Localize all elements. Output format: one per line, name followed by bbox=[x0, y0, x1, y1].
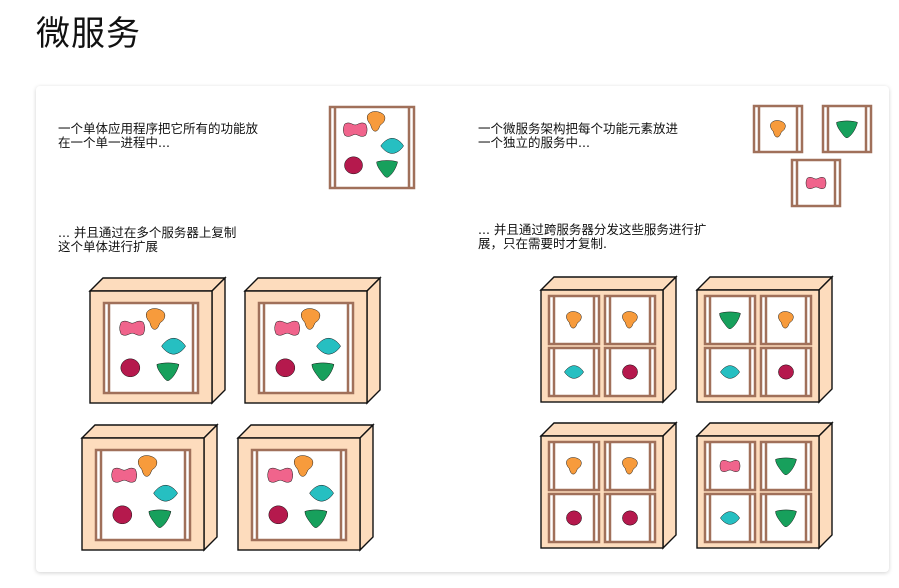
pink-bowtie-icon bbox=[267, 467, 293, 483]
server-box bbox=[236, 423, 375, 552]
crimson-circle-icon bbox=[622, 510, 638, 526]
green-triangle-icon bbox=[304, 509, 328, 528]
service-cell bbox=[547, 294, 601, 346]
pink-bowtie-icon bbox=[111, 467, 137, 483]
teal-diamond-icon bbox=[380, 138, 404, 154]
service-cell bbox=[547, 440, 601, 492]
service-cell bbox=[790, 158, 842, 208]
server-box bbox=[695, 421, 834, 550]
green-triangle-icon bbox=[775, 509, 797, 528]
server-box bbox=[80, 423, 219, 552]
pink-bowtie-icon bbox=[805, 177, 827, 189]
service-cell bbox=[821, 104, 873, 154]
orange-blob-icon bbox=[566, 457, 582, 475]
service-cell bbox=[759, 346, 813, 398]
server-box bbox=[695, 275, 834, 404]
orange-blob-icon bbox=[566, 311, 582, 329]
server-box bbox=[539, 421, 678, 550]
orange-blob-icon bbox=[137, 455, 158, 477]
green-triangle-icon bbox=[156, 362, 180, 381]
service-cell bbox=[752, 104, 804, 154]
crimson-circle-icon bbox=[778, 364, 794, 380]
orange-blob-icon bbox=[293, 455, 314, 477]
green-triangle-icon bbox=[775, 457, 797, 476]
page-title: 微服务 bbox=[36, 14, 141, 54]
server-box bbox=[88, 276, 227, 405]
microservices-scale-caption: ... 并且通过跨服务器分发这些服务进行扩 展，只在需要时才复制. bbox=[478, 222, 707, 251]
service-cell bbox=[703, 492, 757, 544]
server-box bbox=[243, 276, 382, 405]
teal-diamond-icon bbox=[564, 365, 584, 379]
green-triangle-icon bbox=[719, 311, 741, 330]
crimson-circle-icon bbox=[120, 358, 141, 378]
teal-diamond-icon bbox=[316, 337, 341, 355]
orange-blob-icon bbox=[622, 457, 638, 475]
monolith-process bbox=[102, 301, 200, 395]
service-cell bbox=[759, 294, 813, 346]
service-cell bbox=[703, 440, 757, 492]
service-cell bbox=[547, 492, 601, 544]
orange-blob-icon bbox=[300, 308, 321, 330]
crimson-circle-icon bbox=[112, 505, 133, 525]
monolith-process bbox=[328, 105, 416, 190]
teal-diamond-icon bbox=[720, 365, 740, 379]
green-triangle-icon bbox=[376, 160, 398, 178]
orange-blob-icon bbox=[770, 120, 786, 138]
orange-blob-icon bbox=[145, 308, 166, 330]
pink-bowtie-icon bbox=[274, 320, 300, 336]
teal-diamond-icon bbox=[720, 511, 740, 525]
service-cell bbox=[603, 492, 657, 544]
crimson-circle-icon bbox=[275, 358, 296, 378]
monolith-process bbox=[257, 301, 355, 395]
crimson-circle-icon bbox=[622, 364, 638, 380]
orange-blob-icon bbox=[778, 311, 794, 329]
green-triangle-icon bbox=[148, 509, 172, 528]
pink-bowtie-icon bbox=[719, 460, 741, 472]
crimson-circle-icon bbox=[344, 156, 363, 175]
green-triangle-icon bbox=[311, 362, 335, 381]
monolith-process bbox=[94, 448, 192, 542]
service-cell bbox=[603, 346, 657, 398]
server-box bbox=[539, 275, 678, 404]
monolith-intro-caption: 一个单体应用程序把它所有的功能放 在一个单一进程中... bbox=[58, 121, 259, 150]
teal-diamond-icon bbox=[309, 484, 334, 502]
orange-blob-icon bbox=[622, 311, 638, 329]
green-triangle-icon bbox=[836, 120, 858, 139]
orange-blob-icon bbox=[366, 111, 386, 132]
service-cell bbox=[703, 294, 757, 346]
microservices-intro-caption: 一个微服务架构把每个功能元素放进 一个独立的服务中... bbox=[478, 121, 679, 150]
monolith-scale-caption: ... 并且通过在多个服务器上复制 这个单体进行扩展 bbox=[58, 225, 237, 254]
service-cell bbox=[703, 346, 757, 398]
monolith-process bbox=[250, 448, 348, 542]
service-cell bbox=[547, 346, 601, 398]
crimson-circle-icon bbox=[566, 510, 582, 526]
service-cell bbox=[759, 440, 813, 492]
crimson-circle-icon bbox=[268, 505, 289, 525]
service-cell bbox=[603, 440, 657, 492]
service-cell bbox=[759, 492, 813, 544]
pink-bowtie-icon bbox=[343, 122, 368, 137]
service-cell bbox=[603, 294, 657, 346]
pink-bowtie-icon bbox=[119, 320, 145, 336]
teal-diamond-icon bbox=[153, 484, 178, 502]
teal-diamond-icon bbox=[161, 337, 186, 355]
